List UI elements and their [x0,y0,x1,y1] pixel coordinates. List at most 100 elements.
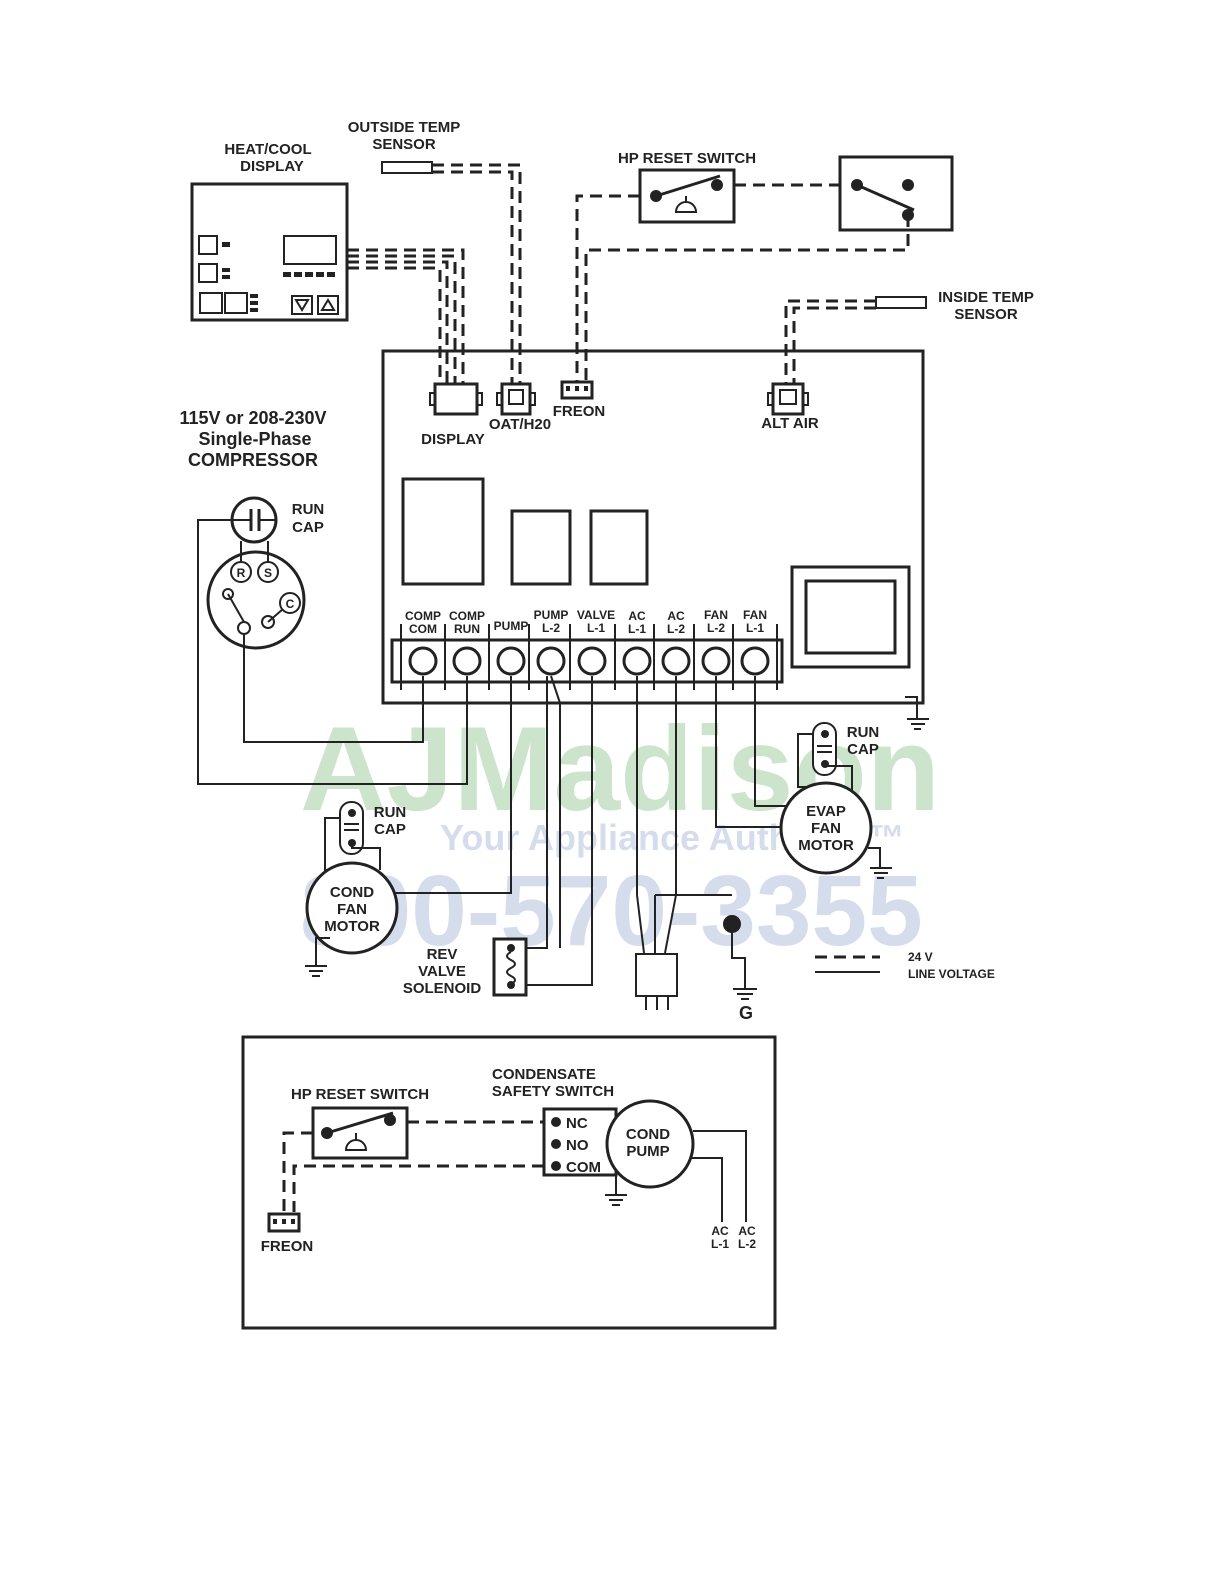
freon-connector: FREON [553,380,606,420]
cond-run-cap-label-1: RUN [374,804,407,821]
term-label-2a: COMP [449,609,485,623]
inside-temp-label-2: SENSOR [954,306,1018,323]
rev-valve-solenoid: REV VALVE SOLENOID [403,937,528,997]
cond-motor-label-3: MOTOR [324,918,380,935]
term-label-2b: RUN [454,622,480,636]
term-label-1a: COMP [405,609,441,623]
display-connector-label: DISPLAY [421,431,485,448]
comp-s-label: S [264,566,272,580]
term-label-1b: COM [409,622,437,636]
inset-condensate-label-1: CONDENSATE [492,1066,596,1083]
term-label-3b: PUMP [494,619,529,633]
oat-connector-label: OAT/H20 [489,416,551,433]
terminal-screw [701,646,731,676]
compressor-label-1: 115V or 208-230V [179,408,326,428]
compressor-label-3: COMPRESSOR [188,450,318,470]
legend-24v-label: 24 V [908,950,933,964]
inset-ac-l2-label-2: L-2 [738,1237,756,1251]
term-label-7b: L-2 [667,622,685,636]
term-label-6b: L-1 [628,622,646,636]
evap-fan-motor: RUN CAP EVAP FAN MOTOR [779,722,892,879]
terminal-screw [740,646,770,676]
oat-connector: OAT/H20 [489,382,551,433]
inset-nc-label: NC [566,1115,588,1132]
rev-valve-label-3: SOLENOID [403,980,482,997]
ground-g-label: G [739,1003,753,1023]
transformer [790,565,911,669]
rev-valve-label-2: VALVE [418,963,466,980]
term-label-9a: FAN [743,608,767,622]
term-label-5b: L-1 [587,621,605,635]
heat-cool-display: HEAT/COOL DISPLAY [190,141,349,322]
alt-air-connector: ALT AIR [761,382,819,432]
display-connector: DISPLAY [421,382,485,448]
cond-motor-label-2: FAN [337,901,367,918]
evap-motor-label-1: EVAP [806,803,846,820]
inset-ac-l2-label-1: AC [738,1224,756,1238]
hp-reset-switch-top: HP RESET SWITCH [618,150,954,232]
legend: 24 V LINE VOLTAGE [815,950,995,981]
inset-panel: HP RESET SWITCH CONDENSATE SAFETY SWITCH… [241,1035,777,1330]
evap-motor-label-2: FAN [811,820,841,837]
terminal-labels: COMP COM COMP RUN PUMP PUMP L-2 VALVE L-… [405,608,767,636]
inset-pump-label-2: PUMP [626,1143,669,1160]
outside-temp-label-1: OUTSIDE TEMP [348,119,461,136]
terminal-strip: COMP COM COMP RUN PUMP PUMP L-2 VALVE L-… [390,608,784,690]
evap-motor-label-3: MOTOR [798,837,854,854]
term-label-8b: L-2 [707,621,725,635]
rev-valve-label-1: REV [427,946,458,963]
inside-temp-label-1: INSIDE TEMP [938,289,1034,306]
term-label-5a: VALVE [577,608,615,622]
terminal-screw [536,646,566,676]
inset-hp-reset-label: HP RESET SWITCH [291,1086,429,1103]
terminal-screw [452,646,482,676]
comp-c-label: C [286,597,295,611]
hp-reset-top-label: HP RESET SWITCH [618,150,756,167]
term-label-4a: PUMP [534,608,569,622]
legend-line-voltage-label: LINE VOLTAGE [908,967,995,981]
terminal-screw [496,646,526,676]
terminal-screw [661,646,691,676]
inset-condensate-label-2: SAFETY SWITCH [492,1083,614,1100]
outside-temp-sensor: OUTSIDE TEMP SENSOR [348,119,461,174]
compressor-label-2: Single-Phase [198,429,311,449]
term-label-9b: L-1 [746,621,764,635]
alt-air-connector-label: ALT AIR [761,415,819,432]
evap-run-cap-label-1: RUN [847,724,880,741]
inset-ac-l1-label-1: AC [711,1224,729,1238]
heat-cool-label-2: DISPLAY [240,158,304,175]
relay-1 [401,477,485,586]
terminal-screw [622,646,652,676]
control-board: DISPLAY OAT/H20 FREON ALT AIR [381,349,929,730]
relay-2 [510,509,572,586]
cond-fan-motor: RUN CAP COND FAN MOTOR [305,801,407,977]
term-label-4b: L-2 [542,621,560,635]
term-label-6a: AC [628,609,646,623]
outside-temp-label-2: SENSOR [372,136,436,153]
terminal-screw [408,646,438,676]
line-voltage-wiring [197,519,790,1010]
comp-run-cap-label-2: CAP [292,519,324,536]
relay-3 [589,509,649,586]
inset-pump-label-1: COND [626,1126,670,1143]
low-voltage-wiring-top [347,163,910,385]
inset-no-label: NO [566,1137,589,1154]
inside-temp-sensor: INSIDE TEMP SENSOR [875,289,1034,323]
ground-junction [723,915,741,933]
inset-ac-l1-label-2: L-1 [711,1237,729,1251]
terminal-screw [577,646,607,676]
term-label-7a: AC [667,609,685,623]
inset-com-label: COM [566,1159,601,1176]
compressor: 115V or 208-230V Single-Phase COMPRESSOR… [179,408,327,650]
heat-cool-label-1: HEAT/COOL [224,141,311,158]
term-label-8a: FAN [704,608,728,622]
comp-r-label: R [237,566,246,580]
evap-run-cap-label-2: CAP [847,741,879,758]
freon-connector-label: FREON [553,403,606,420]
cond-motor-label-1: COND [330,884,374,901]
comp-run-cap-label-1: RUN [292,501,325,518]
ground-g: G [733,988,757,1023]
cond-run-cap-label-2: CAP [374,821,406,838]
inset-freon-label: FREON [261,1238,314,1255]
